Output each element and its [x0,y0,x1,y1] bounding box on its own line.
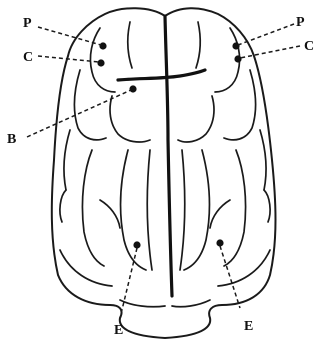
leader-p-left [38,27,101,45]
label-c-left: C [23,50,33,65]
dot-p-right [232,42,239,49]
label-p-left: P [23,16,32,31]
dot-b-left [129,85,136,92]
dot-c-right [234,55,241,62]
dot-c-left [97,59,104,66]
leader-e-right [220,246,240,308]
left-hemisphere-gyri [60,22,165,307]
label-b-left: B [7,132,16,147]
dot-e-left [133,241,140,248]
transverse-sulcus [118,70,205,80]
right-hemisphere-gyri [172,22,270,307]
dot-e-right [216,239,223,246]
label-e-right: E [244,319,253,334]
longitudinal-fissure [165,16,172,296]
label-c-right: C [304,39,314,54]
dot-p-left [99,42,106,49]
leader-c-right [240,46,300,58]
leader-e-left [120,248,137,318]
leader-p-right [238,24,294,45]
label-p-right: P [296,15,305,30]
label-e-left: E [114,323,123,338]
